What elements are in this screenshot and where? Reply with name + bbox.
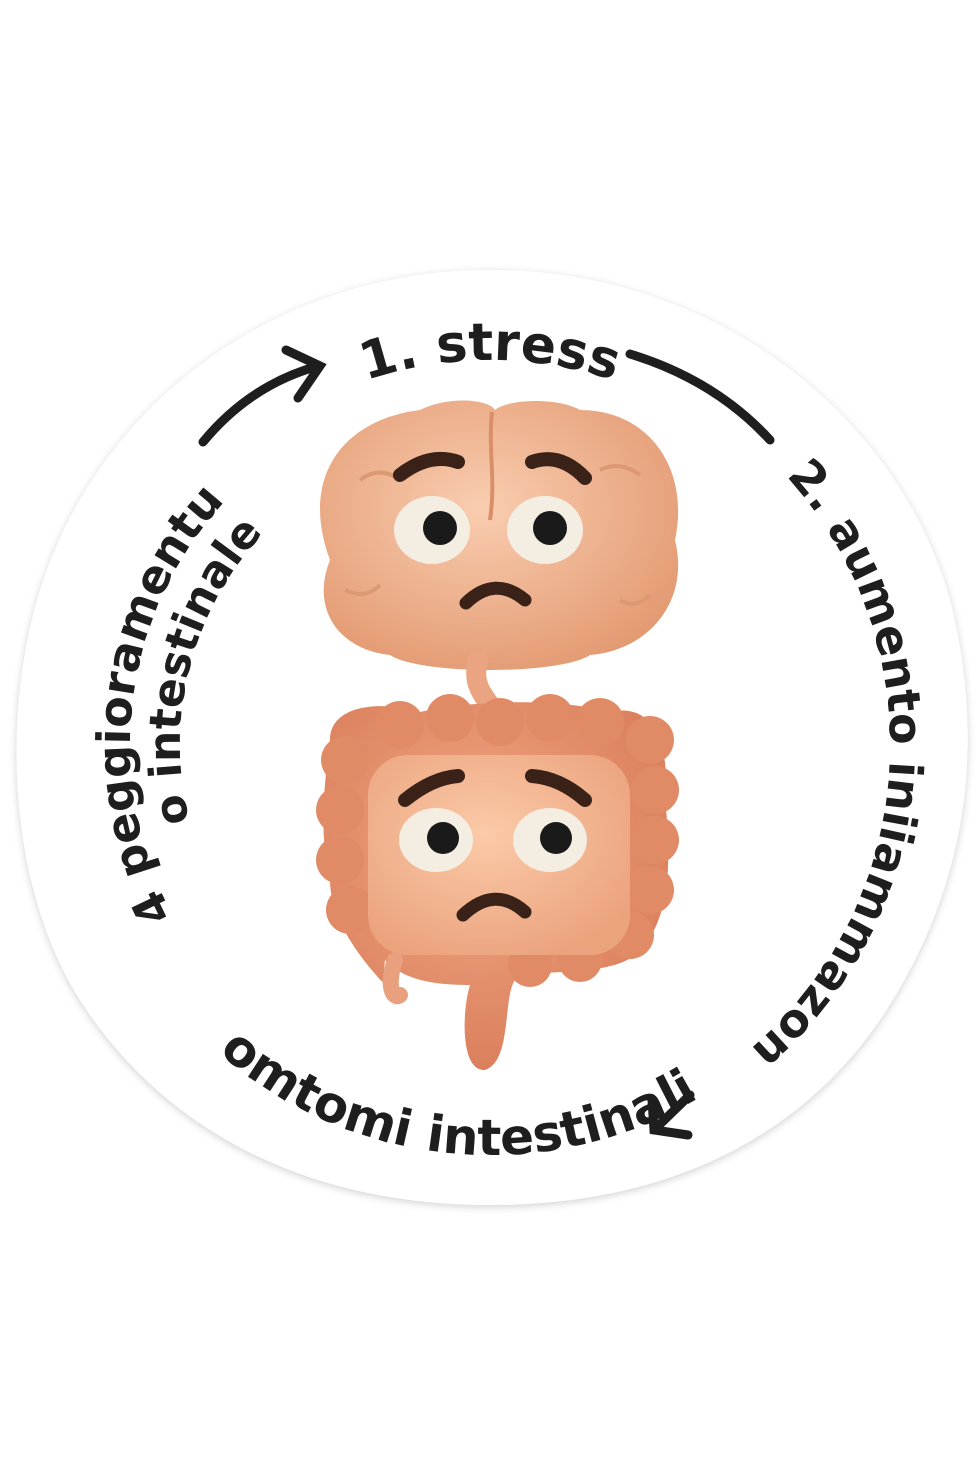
gut-eyebrow-left [398, 769, 465, 807]
brain-character [320, 400, 679, 670]
brain-eyebrow-left [393, 452, 465, 482]
gut-eyebrow-right [525, 769, 592, 807]
arrow-4-to-1 [198, 345, 327, 447]
gut-mouth [456, 892, 532, 922]
brain-mouth [459, 581, 532, 610]
arrow-2-to-3 [647, 1090, 695, 1140]
brain-eyebrow-right [525, 452, 592, 485]
gut-character [316, 694, 679, 1071]
arrow-1-to-2 [625, 349, 775, 445]
